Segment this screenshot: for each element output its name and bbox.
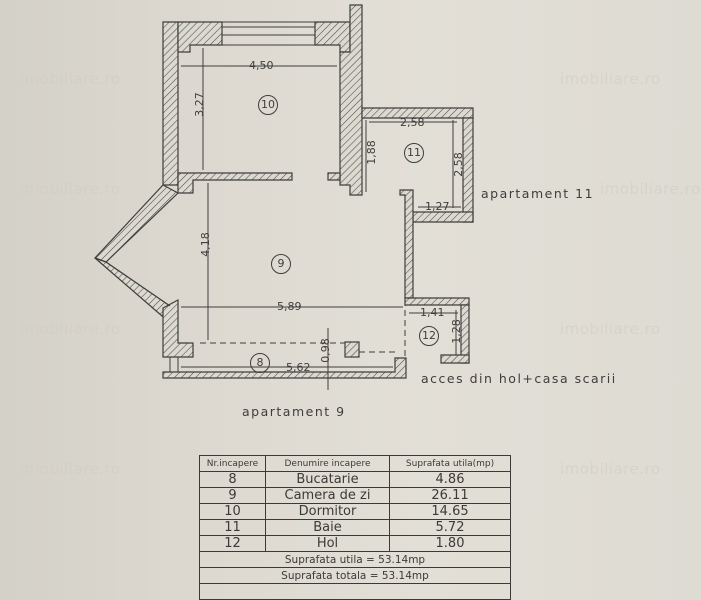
wall: [399, 189, 414, 299]
cell-name: Dormitor: [265, 503, 390, 520]
wall: [162, 299, 194, 358]
apartment-9-label: apartament 9: [242, 404, 346, 419]
dim-room10-height: 3,27: [192, 92, 206, 117]
dim-room11-right-height: 2,58: [451, 152, 465, 177]
room-number-10: 10: [258, 95, 278, 115]
header-area: Suprafata utila(mp): [389, 455, 511, 472]
wall: [94, 257, 171, 317]
wall: [404, 297, 470, 306]
empty-row: [199, 583, 511, 600]
wall: [339, 4, 363, 196]
room-number-11: 11: [404, 143, 424, 163]
cell-name: Baie: [265, 519, 390, 536]
cell-area: 4.86: [389, 471, 511, 488]
apartment-11-label: apartament 11: [481, 186, 595, 201]
table-row: 12 Hol 1.80: [199, 535, 511, 552]
total-area: Suprafata totala = 53.14mp: [199, 567, 511, 584]
dim-room9-width: 5,89: [277, 300, 302, 313]
room-number-12: 12: [419, 326, 439, 346]
wall: [162, 21, 179, 186]
room-number-8: 8: [250, 353, 270, 373]
total-area-row: Suprafata totala = 53.14mp: [199, 567, 511, 584]
dim-room11-left-height: 1,88: [364, 140, 378, 165]
dim-room8-width: 5,62: [286, 361, 311, 374]
dim-room10-width: 4,50: [249, 59, 274, 72]
cell-area: 5.72: [389, 519, 511, 536]
dim-room11-bottom: 1,27: [425, 200, 450, 213]
watermark: imobiliare.ro: [20, 70, 121, 88]
wall: [177, 172, 293, 194]
total-useful-row: Suprafata utila = 53.14mp: [199, 551, 511, 568]
wall: [177, 21, 223, 53]
dim-room8-height: 0,98: [318, 338, 332, 363]
watermark: imobiliare.ro: [560, 460, 661, 478]
dim-room12-height: 1,28: [449, 319, 463, 344]
rooms-table: Nr.incapere Denumire incapere Suprafata …: [199, 455, 511, 600]
empty-cell: [199, 583, 511, 600]
watermark: imobiliare.ro: [20, 180, 121, 198]
dim-room9-height: 4,18: [198, 232, 212, 257]
column: [344, 341, 360, 358]
wall: [440, 354, 470, 364]
wall: [327, 172, 341, 181]
cell-name: Bucatarie: [265, 471, 390, 488]
cell-area: 26.11: [389, 487, 511, 504]
cell-nr: 11: [199, 519, 266, 536]
header-name: Denumire incapere: [265, 455, 390, 472]
total-useful-area: Suprafata utila = 53.14mp: [199, 551, 511, 568]
cell-nr: 8: [199, 471, 266, 488]
dim-room12-width: 1,41: [420, 306, 445, 319]
table-header-row: Nr.incapere Denumire incapere Suprafata …: [199, 455, 511, 472]
dim-room11-width: 2,58: [400, 116, 425, 129]
watermark: imobiliare.ro: [600, 180, 701, 198]
watermark: imobiliare.ro: [20, 460, 121, 478]
table-row: 11 Baie 5.72: [199, 519, 511, 536]
wall: [93, 184, 180, 263]
table-row: 10 Dormitor 14.65: [199, 503, 511, 520]
table-row: 8 Bucatarie 4.86: [199, 471, 511, 488]
access-label: acces din hol+casa scarii: [421, 371, 617, 386]
room-number-9: 9: [271, 254, 291, 274]
cell-area: 14.65: [389, 503, 511, 520]
watermark: imobiliare.ro: [20, 320, 121, 338]
wall: [314, 21, 351, 53]
watermark: imobiliare.ro: [560, 70, 661, 88]
cell-nr: 10: [199, 503, 266, 520]
cell-nr: 9: [199, 487, 266, 504]
cell-nr: 12: [199, 535, 266, 552]
watermark: imobiliare.ro: [560, 320, 661, 338]
wall: [162, 357, 407, 379]
header-nr: Nr.incapere: [199, 455, 266, 472]
cell-name: Hol: [265, 535, 390, 552]
wall: [412, 211, 474, 223]
cell-name: Camera de zi: [265, 487, 390, 504]
window: [221, 26, 316, 46]
cell-area: 1.80: [389, 535, 511, 552]
table-row: 9 Camera de zi 26.11: [199, 487, 511, 504]
